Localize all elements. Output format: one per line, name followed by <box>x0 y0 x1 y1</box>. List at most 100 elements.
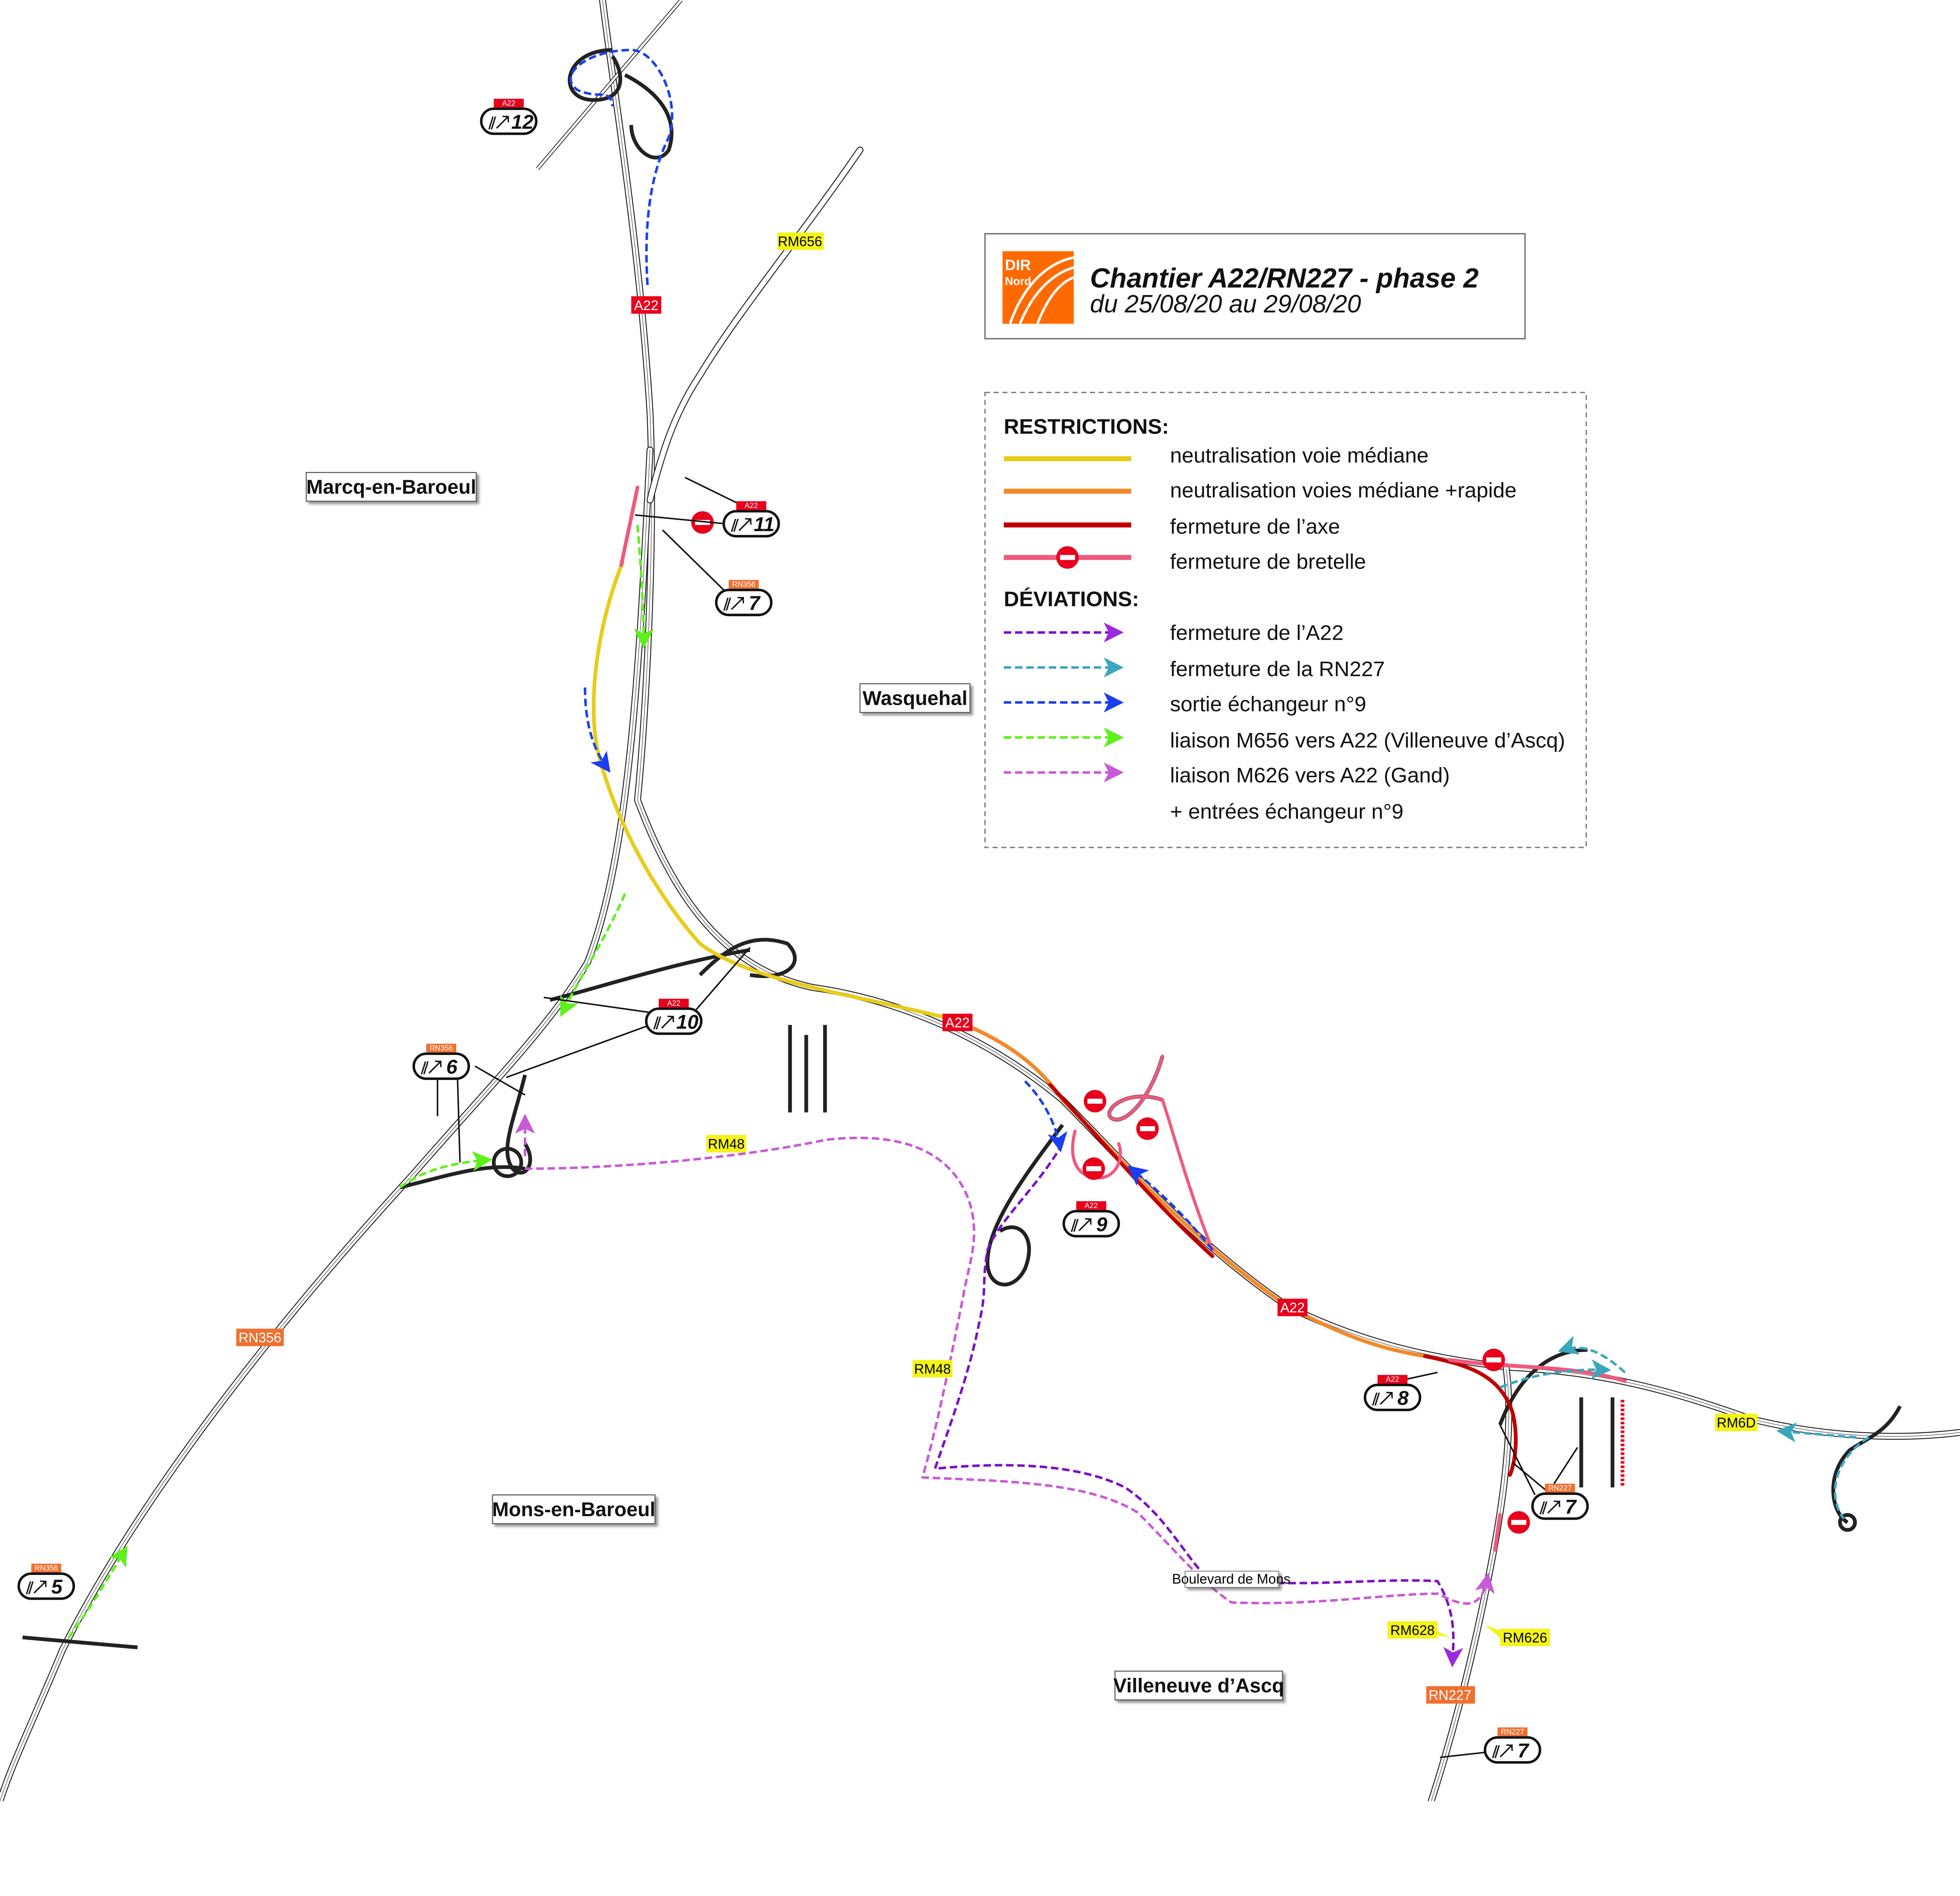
exit-badge: RN227 ⫽↗7 <box>1484 1727 1541 1764</box>
map-dates: du 25/08/20 au 29/08/20 <box>1090 290 1361 318</box>
svg-text:A22: A22 <box>502 99 515 107</box>
exit-icon: ⫽↗ <box>421 1059 442 1077</box>
svg-text:Nord: Nord <box>1005 275 1031 288</box>
svg-text:sortie échangeur n°9: sortie échangeur n°9 <box>1170 692 1367 716</box>
road-label-rm628: RM628 <box>1387 1621 1450 1639</box>
road-label-a22: A22 <box>942 1014 973 1031</box>
exit-badge: A22 ⫽↗11 <box>722 501 780 538</box>
svg-text:12: 12 <box>511 111 534 133</box>
exit-icon: ⫽↗ <box>730 516 751 535</box>
exit-badge: A22 ⫽↗9 <box>1062 1201 1120 1237</box>
exit-badge: RN356 ⫽↗6 <box>412 1043 470 1080</box>
svg-text:A22: A22 <box>667 999 681 1007</box>
svg-text:RM6D: RM6D <box>1717 1415 1756 1431</box>
legend-item: fermeture de bretelle <box>1004 546 1366 573</box>
exit-badge: RN227 ⫽↗7 <box>1531 1484 1589 1520</box>
no-entry-icon <box>1082 1157 1105 1180</box>
town-label: Marcq-en-Baroeul <box>305 472 477 502</box>
traffic-map: A22 ⫽↗12 A22 ⫽↗11 RN356 ⫽↗7 A22 ⫽↗10 RN3… <box>0 0 1960 1802</box>
svg-text:7: 7 <box>749 592 761 614</box>
deviation-m656-to-a22 <box>399 1151 493 1188</box>
exit-icon: ⫽↗ <box>1492 1742 1513 1761</box>
deviation-exit-9 <box>569 49 673 285</box>
exit-badge: RN356 ⫽↗7 <box>715 580 773 617</box>
svg-text:fermeture de l’axe: fermeture de l’axe <box>1170 515 1340 539</box>
svg-text:fermeture de la RN227: fermeture de la RN227 <box>1170 657 1385 681</box>
svg-text:RN356: RN356 <box>34 1564 58 1573</box>
svg-text:RM628: RM628 <box>1390 1623 1435 1638</box>
svg-text:neutralisation voies médiane +: neutralisation voies médiane +rapide <box>1170 479 1517 502</box>
exit-badge: A22 ⫽↗10 <box>645 998 703 1035</box>
svg-text:RN227: RN227 <box>1428 1688 1471 1703</box>
road-network <box>0 0 1960 1802</box>
exit-icon: ⫽↗ <box>653 1014 674 1032</box>
road-label-a22: A22 <box>1277 1299 1308 1316</box>
rn227-road <box>1428 1365 1512 1802</box>
deviation-m656-to-a22 <box>633 525 654 649</box>
no-entry-icon <box>1056 546 1079 569</box>
town-label: Mons-en-Baroeul <box>492 1494 656 1524</box>
svg-text:RM656: RM656 <box>778 234 822 249</box>
town-label: Wasquehal <box>859 683 971 713</box>
svg-text:7: 7 <box>1565 1496 1577 1518</box>
ramp-closure-pink <box>619 485 640 567</box>
title-box: DIR Nord Chantier A22/RN227 - phase 2 du… <box>984 233 1526 339</box>
deviation-m656-to-a22 <box>67 1546 128 1638</box>
svg-text:5: 5 <box>51 1576 63 1598</box>
svg-text:A22: A22 <box>1280 1300 1305 1315</box>
svg-text:fermeture de l’A22: fermeture de l’A22 <box>1170 621 1344 645</box>
exit-icon: ⫽↗ <box>1071 1216 1092 1235</box>
rn356-road <box>0 446 653 1802</box>
no-entry-icon <box>1083 1090 1107 1113</box>
exit-icon: ⫽↗ <box>488 114 509 132</box>
legend-heading-restrictions: RESTRICTIONS: <box>1004 415 1169 439</box>
svg-text:neutralisation voie médiane: neutralisation voie médiane <box>1170 444 1429 467</box>
svg-text:Marcq-en-Baroeul: Marcq-en-Baroeul <box>306 476 476 498</box>
svg-text:10: 10 <box>676 1011 699 1033</box>
svg-text:A22: A22 <box>1085 1202 1098 1210</box>
exit-badge: A22 ⫽↗12 <box>480 98 538 135</box>
town-labels: Marcq-en-Baroeul Wasquehal Mons-en-Baroe… <box>305 472 1284 1701</box>
deviation-exit-9 <box>584 687 611 773</box>
legend-item: fermeture de l’axe <box>1004 515 1340 539</box>
road-label-rm48: RM48 <box>912 1360 953 1378</box>
svg-text:RN227: RN227 <box>1501 1728 1524 1736</box>
svg-text:Boulevard de Mons: Boulevard de Mons <box>1172 1571 1290 1587</box>
road-label-rm6d: RM6D <box>1715 1413 1758 1432</box>
legend-item: neutralisation voie médiane <box>1004 444 1429 467</box>
svg-text:6: 6 <box>446 1056 457 1078</box>
no-entry-icon <box>1136 1117 1159 1140</box>
legend-heading-deviations: DÉVIATIONS: <box>1004 588 1139 611</box>
exit-leader-lines <box>437 477 1578 1758</box>
exit-badge: A22 ⫽↗8 <box>1363 1375 1421 1412</box>
exit-icon: ⫽↗ <box>1372 1390 1393 1408</box>
dir-nord-logo: DIR Nord <box>1002 251 1074 325</box>
deviation-m626-to-a22 <box>525 1136 1495 1605</box>
median-lane-closure-yellow <box>592 561 952 1021</box>
exit-icon: ⫽↗ <box>1539 1499 1561 1517</box>
deviation-rn227-closure <box>1833 1436 1869 1520</box>
svg-text:9: 9 <box>1096 1213 1108 1236</box>
road-label-rn356: RN356 <box>236 1328 284 1346</box>
ramp-closure-pink <box>1107 1054 1214 1252</box>
svg-text:Mons-en-Baroeul: Mons-en-Baroeul <box>492 1498 655 1520</box>
svg-text:RN227: RN227 <box>1548 1484 1572 1493</box>
exit-badge: RN356 ⫽↗5 <box>17 1564 75 1600</box>
road-label-rm48: RM48 <box>706 1135 746 1153</box>
road-label-rm656: RM656 <box>777 232 824 250</box>
svg-text:fermeture de bretelle: fermeture de bretelle <box>1170 550 1366 573</box>
map-title: Chantier A22/RN227 - phase 2 <box>1090 262 1479 293</box>
svg-text:Wasquehal: Wasquehal <box>862 687 967 709</box>
road-label-a22: A22 <box>631 296 661 314</box>
town-label: Villeneuve d’Ascq <box>1113 1671 1284 1701</box>
svg-text:A22: A22 <box>744 502 758 510</box>
svg-text:RN356: RN356 <box>239 1330 281 1346</box>
svg-text:RM48: RM48 <box>708 1136 745 1152</box>
no-entry-signs <box>691 511 1530 1534</box>
svg-text:A22: A22 <box>634 298 658 313</box>
legend-item: neutralisation voies médiane +rapide <box>1004 479 1517 502</box>
no-entry-icon <box>1482 1348 1505 1372</box>
legend-note: + entrées échangeur n°9 <box>1170 800 1404 824</box>
road-shields: RM656 A22 A22 A22 RN356 RM48 RM48 RM6D R… <box>236 232 1758 1704</box>
svg-text:A22: A22 <box>1386 1375 1399 1384</box>
